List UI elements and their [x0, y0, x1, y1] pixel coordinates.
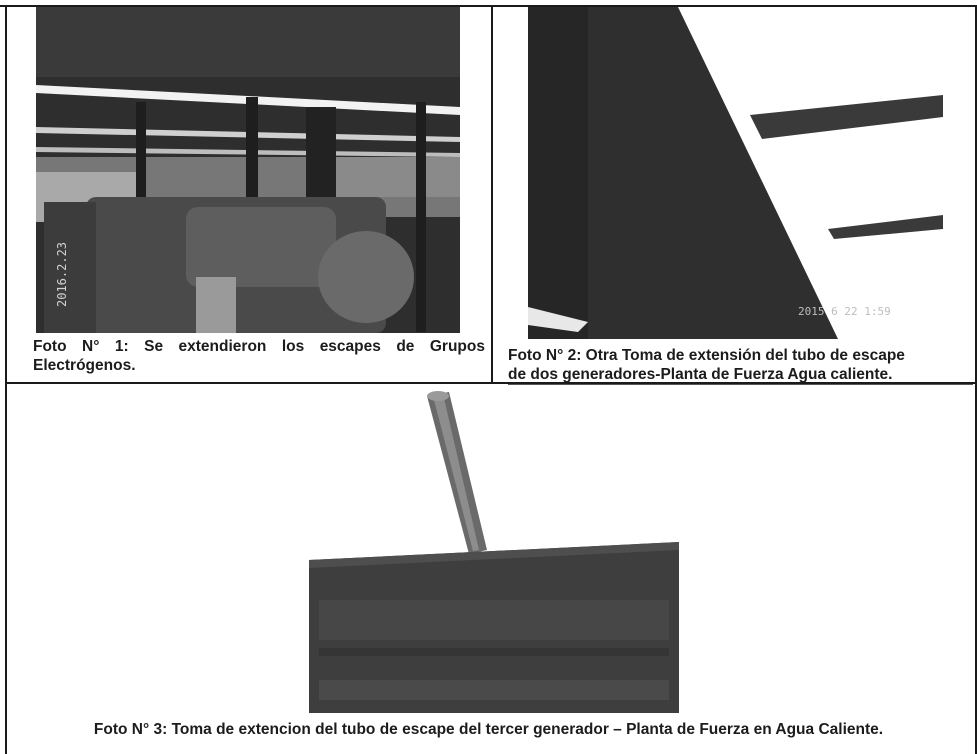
photo-2-date-stamp: 2015 6 22 1:59 [798, 305, 891, 318]
photo-2-exhaust-extension: 2015 6 22 1:59 [528, 7, 948, 339]
photo-1-caption-line-2: Electrógenos. [33, 357, 136, 374]
photo-2-caption-underline [508, 384, 973, 385]
photo-1-generators: 2016.2.23 [36, 7, 460, 333]
table-border-left [5, 5, 7, 754]
photo-2-caption-line-1: Foto N° 2: Otra Toma de extensión del tu… [508, 347, 905, 364]
table-border-top [0, 5, 977, 7]
photo-1-caption: Foto N° 1: Se extendieron los escapes de… [33, 337, 485, 375]
photo-3-exhaust-tube [309, 390, 679, 713]
photo-1-caption-line-1: Foto N° 1: Se extendieron los escapes de… [33, 338, 485, 355]
photo-1-date-stamp: 2016.2.23 [55, 242, 69, 307]
table-row-divider [5, 382, 975, 384]
table-border-right [975, 5, 977, 754]
table-column-divider [491, 5, 493, 383]
photo-2-caption: Foto N° 2: Otra Toma de extensión del tu… [508, 346, 973, 384]
photo-3-caption: Foto N° 3: Toma de extencion del tubo de… [93, 721, 884, 738]
photo-2-caption-line-2: de dos generadores-Planta de Fuerza Agua… [508, 366, 893, 383]
